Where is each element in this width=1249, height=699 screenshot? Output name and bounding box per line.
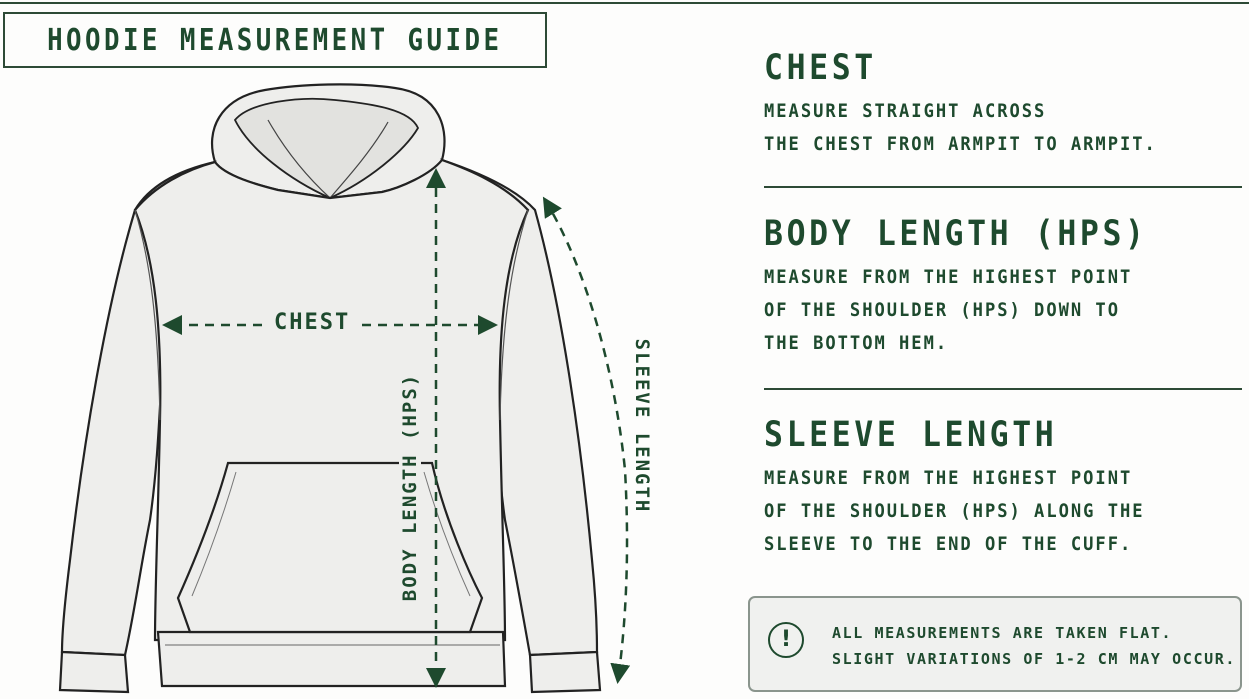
left-cuff [58, 650, 130, 694]
section-sleeve-length: SLEEVE LENGTH MEASURE FROM THE HIGHEST P… [764, 414, 1234, 561]
sleeve-length-dimension-label: SLEEVE LENGTH [631, 334, 653, 518]
right-sleeve-seam [499, 209, 529, 421]
left-sleeve-seam [134, 209, 161, 421]
page-title: HOODIE MEASUREMENT GUIDE [47, 22, 503, 58]
description-line: OF THE SHOULDER (HPS) DOWN TO [764, 299, 1120, 321]
exclamation-circle-icon: ! [768, 622, 804, 658]
section-description: MEASURE FROM THE HIGHEST POINT OF THE SH… [764, 261, 1187, 360]
description-line: MEASURE STRAIGHT ACROSS [764, 100, 1047, 122]
title-box: HOODIE MEASUREMENT GUIDE [3, 12, 547, 68]
top-rule [0, 2, 1249, 4]
section-heading: BODY LENGTH (HPS) [764, 214, 1148, 254]
section-heading: CHEST [764, 48, 877, 88]
body-length-dimension-label: BODY LENGTH (HPS) [399, 368, 421, 606]
waistband [156, 630, 507, 688]
section-chest: CHEST MEASURE STRAIGHT ACROSS THE CHEST … [764, 47, 1234, 161]
sleeve-length-arrow [542, 196, 631, 684]
note-line: SLIGHT VARIATIONS OF 1-2 CM MAY OCCUR. [832, 650, 1236, 668]
section-description: MEASURE STRAIGHT ACROSS THE CHEST FROM A… [764, 95, 1187, 161]
description-line: MEASURE FROM THE HIGHEST POINT [764, 467, 1133, 489]
description-line: THE CHEST FROM ARMPIT TO ARMPIT. [764, 133, 1157, 155]
description-line: THE BOTTOM HEM. [764, 332, 949, 354]
right-cuff [528, 650, 602, 694]
description-line: SLEEVE TO THE END OF THE CUFF. [764, 533, 1133, 555]
hoodie-illustration [58, 83, 631, 694]
divider [764, 186, 1242, 188]
chest-dimension-label: CHEST [270, 310, 355, 335]
section-description: MEASURE FROM THE HIGHEST POINT OF THE SH… [764, 462, 1187, 561]
section-body-length: BODY LENGTH (HPS) MEASURE FROM THE HIGHE… [764, 213, 1234, 360]
divider [764, 388, 1242, 390]
note-line: ALL MEASUREMENTS ARE TAKEN FLAT. [832, 624, 1173, 642]
note-box: ! ALL MEASUREMENTS ARE TAKEN FLAT. SLIGH… [748, 596, 1242, 692]
pocket-stitch-left [191, 471, 237, 597]
description-line: OF THE SHOULDER (HPS) ALONG THE [764, 500, 1145, 522]
section-heading: SLEEVE LENGTH [764, 415, 1058, 455]
description-line: MEASURE FROM THE HIGHEST POINT [764, 266, 1133, 288]
hood-inner [233, 97, 420, 199]
